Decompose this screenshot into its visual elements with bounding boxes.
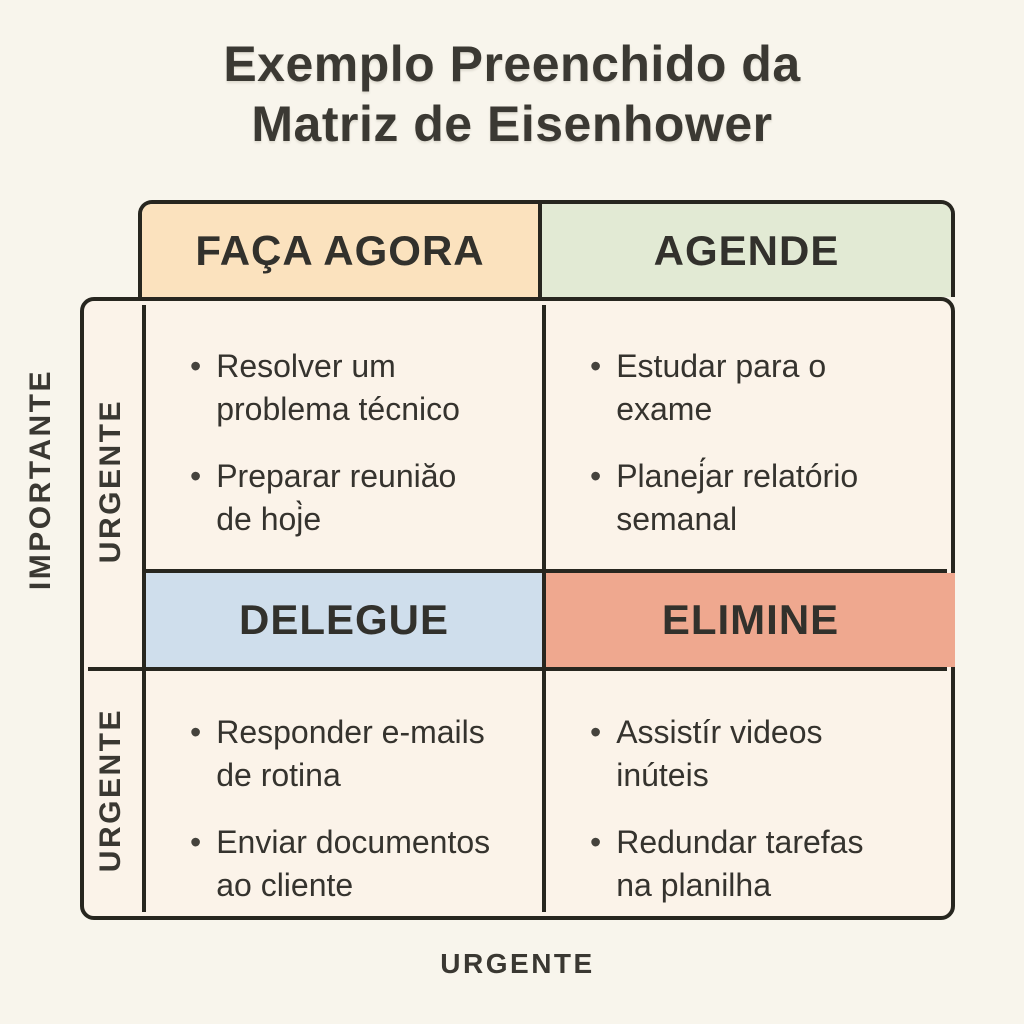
- header-delegue: DELEGUE: [146, 573, 542, 667]
- divider-center-column: [542, 305, 546, 912]
- task-text: Enviar documentos ao cliente: [216, 824, 491, 903]
- quadrant-delegue: • Responder e-mails de rotina • Enviar d…: [146, 671, 542, 920]
- bullet-icon: •: [190, 824, 202, 860]
- matrix-body: DELEGUE ELIMINE • Resolver um problema t…: [80, 297, 955, 920]
- task-text: Planej́ar relatório semanal: [616, 458, 859, 537]
- bullet-icon: •: [190, 458, 202, 494]
- header-elimine: ELIMINE: [546, 573, 955, 667]
- matrix-grid: DELEGUE ELIMINE • Resolver um problema t…: [88, 305, 955, 912]
- top-header-band: FAÇA AGORA AGENDE: [138, 200, 955, 297]
- task-text: Redundar tarefas na planilha: [616, 824, 864, 903]
- list-item: • Responder e-mails de rotina: [190, 711, 518, 797]
- quadrant-agende: • Estudar para o exame • Planej́ar relat…: [546, 305, 955, 569]
- axis-label-importante-text: IMPORTANTE: [24, 369, 57, 591]
- task-text: Resolver um problema técnico: [216, 348, 460, 427]
- header-agende: AGENDE: [538, 204, 951, 297]
- list-item: • Resolver um problema técnico: [190, 345, 518, 431]
- task-text: Responder e-mails de rotina: [216, 714, 485, 793]
- bullet-icon: •: [590, 714, 602, 750]
- axis-label-urgente-horizontal: URGENTE: [440, 948, 595, 979]
- axis-label-importante: IMPORTANTE: [12, 297, 70, 663]
- list-item: • Estudar para o exame: [590, 345, 931, 431]
- page-title-line1: Exemplo Preenchido da: [223, 36, 801, 92]
- list-item: • Planej́ar relatório semanal: [590, 455, 931, 541]
- bullet-icon: •: [590, 824, 602, 860]
- list-item: • Assistír videos inúteis: [590, 711, 931, 797]
- bullet-icon: •: [590, 458, 602, 494]
- bullet-icon: •: [190, 714, 202, 750]
- list-item: • Preparar reuniăo de hoj̀e: [190, 455, 518, 541]
- bullet-icon: •: [590, 348, 602, 384]
- page-title-line2: Matriz de Eisenhower: [251, 96, 773, 152]
- divider-left-column: [142, 305, 146, 912]
- list-item: • Redundar tarefas na planilha: [590, 821, 931, 907]
- axis-label-urgente-bottom: URGENTE: [84, 665, 138, 916]
- bullet-icon: •: [190, 348, 202, 384]
- quadrant-faca-agora: • Resolver um problema técnico • Prepara…: [146, 305, 542, 569]
- page-title: Exemplo Preenchido da Matriz de Eisenhow…: [0, 34, 1024, 154]
- task-text: Preparar reuniăo de hoj̀e: [216, 458, 457, 537]
- divider-row-top: [142, 569, 947, 573]
- divider-row-bottom: [88, 667, 947, 671]
- axis-label-urgente-top-text: URGENTE: [94, 398, 127, 564]
- list-item: • Enviar documentos ao cliente: [190, 821, 518, 907]
- quadrant-elimine: • Assistír videos inúteis • Redundar tar…: [546, 671, 955, 920]
- header-faca-agora: FAÇA AGORA: [142, 204, 538, 297]
- task-text: Assistír videos inúteis: [616, 714, 823, 793]
- axis-label-urgente-top: URGENTE: [84, 301, 138, 661]
- task-text: Estudar para o exame: [616, 348, 827, 427]
- axis-label-urgente-bottom-text: URGENTE: [94, 708, 127, 873]
